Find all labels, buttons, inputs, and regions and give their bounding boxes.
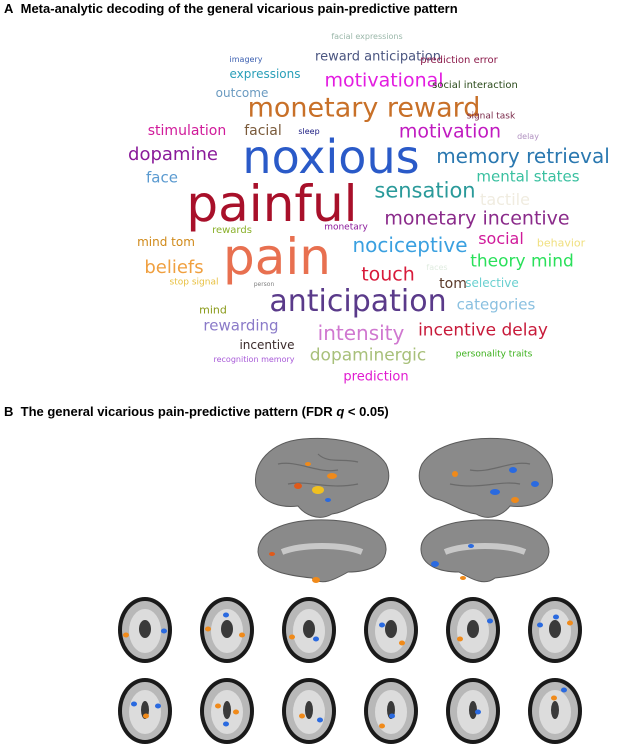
- panel-b-title-prefix: The general vicarious pain-predictive pa…: [20, 404, 337, 419]
- cloud-word: tom: [439, 276, 467, 292]
- cloud-word: recognition memory: [213, 355, 295, 364]
- cloud-word: dopamine: [128, 144, 218, 165]
- cloud-word: face: [146, 168, 178, 187]
- axial-slice: [280, 676, 338, 746]
- left-lateral-surface: [254, 437, 390, 518]
- cloud-word: incentive: [239, 338, 295, 352]
- right-medial-surface: [420, 519, 550, 583]
- cloud-word: painful: [186, 175, 358, 233]
- cloud-word: noxious: [242, 130, 420, 184]
- cloud-word: personality traits: [455, 349, 533, 360]
- cloud-word: person: [253, 281, 275, 288]
- cloud-word: prediction error: [420, 55, 498, 66]
- cloud-word: social: [478, 229, 524, 248]
- cloud-word: monetary incentive: [384, 207, 570, 230]
- cloud-word: categories: [456, 295, 536, 314]
- cloud-word: pain: [223, 228, 331, 286]
- brain-figure: [0, 430, 617, 756]
- cloud-word: memory retrieval: [436, 144, 610, 168]
- axial-slice: [526, 595, 584, 665]
- cloud-word: monetary reward: [247, 92, 481, 124]
- cloud-word: tactile: [480, 190, 530, 209]
- left-medial-surface: [257, 519, 387, 583]
- cloud-word: stimulation: [147, 123, 227, 139]
- cloud-word: mental states: [476, 167, 580, 186]
- cloud-word: mind tom: [137, 235, 195, 249]
- cloud-word: prediction: [343, 369, 409, 385]
- panel-a-label: A: [4, 1, 14, 16]
- axial-slice: [362, 595, 420, 665]
- cloud-word: social interaction: [432, 80, 518, 91]
- cloud-word: sensation: [374, 178, 476, 203]
- cloud-word: delay: [517, 132, 539, 141]
- cloud-word: reward anticipation: [315, 49, 441, 65]
- panel-b-label: B: [4, 404, 14, 419]
- cloud-word: rewarding: [203, 316, 279, 335]
- panel-b-title-suffix: < 0.05): [344, 404, 389, 419]
- panel-a-title: A Meta-analytic decoding of the general …: [4, 1, 458, 16]
- panel-b-title: B The general vicarious pain-predictive …: [4, 404, 389, 419]
- right-lateral-surface: [418, 437, 554, 518]
- axial-slice: [116, 676, 174, 746]
- axial-slice: [444, 676, 502, 746]
- cloud-word: stop signal: [169, 277, 219, 288]
- axial-slice: [526, 676, 584, 746]
- cloud-word: behavior: [536, 236, 586, 250]
- cloud-word: nociceptive: [352, 233, 468, 257]
- axial-slice: [280, 595, 338, 665]
- cloud-word: sleep: [298, 127, 320, 136]
- cloud-word: expressions: [229, 67, 301, 81]
- panel-a-title-text: Meta-analytic decoding of the general vi…: [20, 1, 458, 16]
- cloud-word: facial expressions: [331, 32, 403, 41]
- cloud-word: motivational: [324, 69, 444, 92]
- cloud-word: theory mind: [470, 251, 574, 272]
- cloud-word: mind: [199, 303, 227, 317]
- cloud-word: monetary: [324, 222, 368, 233]
- cloud-word: anticipation: [269, 284, 447, 319]
- cloud-word: beliefs: [144, 257, 204, 278]
- cloud-word: incentive delay: [418, 320, 548, 341]
- cloud-word: intensity: [317, 321, 405, 345]
- cloud-word: imagery: [229, 55, 263, 64]
- cloud-word: motivation: [398, 120, 502, 143]
- panel-b-title-q: q: [336, 404, 345, 419]
- cloud-word: signal task: [466, 111, 516, 122]
- cloud-word: faces: [426, 263, 448, 272]
- axial-slice: [362, 676, 420, 746]
- axial-slice: [116, 595, 174, 665]
- axial-slice: [198, 595, 256, 665]
- cloud-word: dopaminergic: [309, 345, 427, 366]
- axial-slice: [444, 595, 502, 665]
- word-cloud: facial expressions imagery reward anticipa…: [128, 32, 610, 385]
- cloud-word: touch: [361, 263, 415, 286]
- axial-slice: [198, 676, 256, 746]
- cloud-word: facial: [244, 123, 282, 139]
- cloud-word: selective: [465, 276, 519, 290]
- cloud-word: outcome: [215, 86, 269, 100]
- cloud-word: rewards: [212, 225, 252, 236]
